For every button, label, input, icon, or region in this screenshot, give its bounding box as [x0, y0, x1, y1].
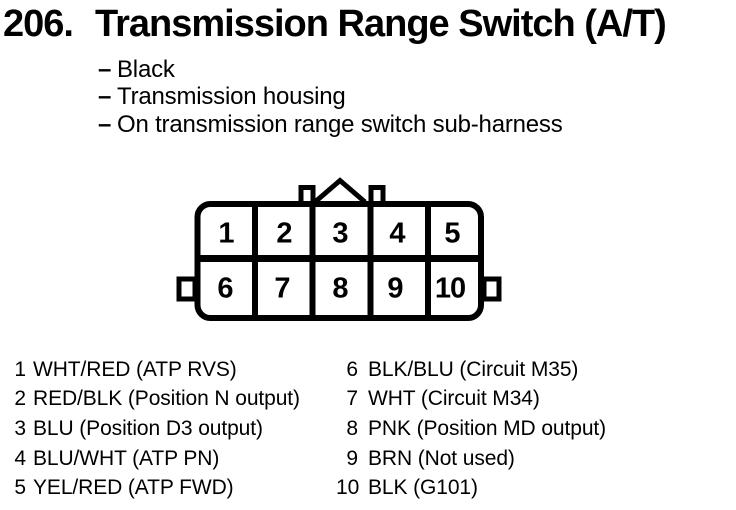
- connector-diagram: [176, 177, 502, 321]
- bullet-dash: –: [98, 83, 112, 111]
- pin-description: RED/BLK (Position N output): [33, 387, 300, 411]
- connector-side-tab-left: [176, 276, 198, 302]
- note-location: – Transmission housing: [98, 83, 563, 110]
- connector-notes: – Black – Transmission housing – On tran…: [98, 56, 563, 138]
- cavity-number-7: 7: [274, 272, 290, 305]
- bullet-dash: –: [98, 56, 112, 83]
- pin-description: PNK (Position MD output): [368, 416, 607, 440]
- pin-number: 4: [14, 446, 26, 470]
- pin-description: BLU/WHT (ATP PN): [33, 446, 220, 470]
- note-text: Transmission housing: [117, 83, 346, 111]
- pin-number: 1: [14, 357, 26, 381]
- pin-row: 10 BLK (G101): [336, 473, 606, 503]
- pin-number: 7: [346, 387, 358, 411]
- pin-description: BLK (G101): [368, 476, 478, 500]
- figure-number: 206.: [3, 2, 74, 45]
- pin-row: 2 RED/BLK (Position N output): [12, 385, 300, 415]
- figure-title: Transmission Range Switch (A/T): [95, 2, 667, 45]
- cavity-number-4: 4: [389, 217, 405, 250]
- pin-list-right: 6 BLK/BLU (Circuit M35) 7 WHT (Circuit M…: [336, 355, 606, 503]
- page-title: 206. Transmission Range Switch (A/T): [3, 0, 667, 48]
- pin-row: 7 WHT (Circuit M34): [336, 385, 606, 415]
- pin-number: 6: [346, 357, 358, 381]
- cavity-number-9: 9: [387, 272, 403, 305]
- connector-side-tab-right: [481, 276, 502, 302]
- pin-row: 5 YEL/RED (ATP FWD): [12, 473, 300, 503]
- cavity-number-1: 1: [218, 217, 234, 250]
- pin-description: BRN (Not used): [368, 446, 515, 470]
- pin-row: 3 BLU (Position D3 output): [12, 414, 300, 444]
- pin-description: WHT (Circuit M34): [368, 387, 540, 411]
- note-harness: – On transmission range switch sub-harne…: [98, 111, 563, 138]
- note-color: – Black: [98, 56, 563, 83]
- pin-number: 2: [14, 387, 26, 411]
- pin-number: 3: [14, 416, 26, 440]
- cavity-number-8: 8: [332, 272, 348, 305]
- pin-description: WHT/RED (ATP RVS): [33, 357, 237, 381]
- pin-row: 9 BRN (Not used): [336, 444, 606, 474]
- pin-number: 9: [346, 446, 358, 470]
- pin-description: BLU (Position D3 output): [33, 416, 263, 440]
- connector-lock-ridge-icon: [313, 177, 367, 204]
- bullet-dash: –: [98, 110, 112, 138]
- cavity-number-3: 3: [332, 217, 348, 250]
- pin-row: 4 BLU/WHT (ATP PN): [12, 444, 300, 474]
- pin-number: 8: [346, 416, 358, 440]
- pin-description: BLK/BLU (Circuit M35): [368, 357, 579, 381]
- cavity-number-10: 10: [434, 272, 466, 305]
- pin-row: 8 PNK (Position MD output): [336, 414, 606, 444]
- pin-number: 5: [14, 476, 26, 500]
- cavity-number-6: 6: [217, 272, 233, 305]
- pin-description: YEL/RED (ATP FWD): [33, 476, 234, 500]
- pin-row: 6 BLK/BLU (Circuit M35): [336, 355, 606, 385]
- note-text: Black: [117, 56, 175, 83]
- cavity-number-5: 5: [444, 217, 460, 250]
- cavity-number-2: 2: [276, 217, 292, 250]
- note-text: On transmission range switch sub-harness: [117, 110, 563, 138]
- pin-number: 10: [336, 476, 360, 500]
- pin-row: 1 WHT/RED (ATP RVS): [12, 355, 300, 385]
- pin-list-left: 1 WHT/RED (ATP RVS) 2 RED/BLK (Position …: [12, 355, 300, 503]
